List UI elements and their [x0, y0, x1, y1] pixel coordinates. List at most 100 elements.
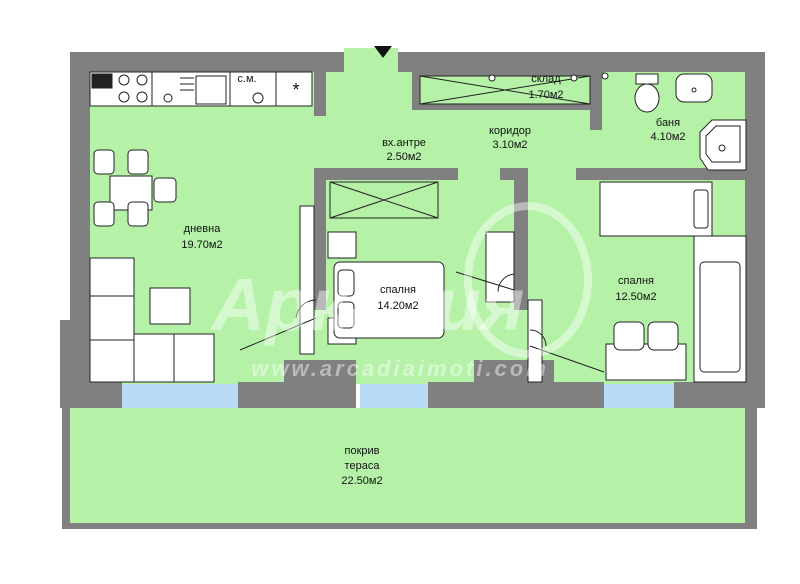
- wall-bath-bottom: [576, 168, 746, 180]
- stove-burner-icon: [136, 74, 148, 86]
- double-bed: [333, 261, 445, 339]
- living-room-name: дневна: [184, 223, 222, 235]
- entrance-floor: [344, 48, 398, 78]
- desk-chair: [647, 321, 679, 351]
- door-living-leaf: [239, 317, 317, 351]
- wall-bed1-top: [314, 168, 458, 180]
- wall-bath-left: [590, 68, 602, 130]
- entrance-area: 2.50м2: [386, 151, 421, 163]
- sofa-left: [89, 257, 135, 383]
- storage-fixtures: [488, 72, 609, 82]
- kitchen-counter: [89, 71, 313, 107]
- watermark-logo-ring: [464, 202, 592, 358]
- stove-knob-block: [91, 73, 113, 89]
- door-swing-arc: [295, 299, 317, 319]
- nightstand: [327, 231, 357, 259]
- bedroom1-area: 14.20м2: [377, 300, 418, 312]
- watermark-url: www.arcadiaimoti.com: [251, 356, 549, 381]
- windows: [122, 384, 674, 408]
- pillow: [337, 301, 355, 329]
- storage-cross: [419, 75, 591, 105]
- wall-bottom-3: [284, 360, 356, 408]
- stove-burner-icon: [136, 91, 148, 103]
- doors: [239, 271, 605, 373]
- washbasin-drain-icon: [691, 87, 697, 93]
- storage-dot-icon: [570, 74, 578, 82]
- bedroom2-furniture: [527, 181, 747, 383]
- window-living: [122, 384, 238, 408]
- terrace-floor: [70, 408, 750, 526]
- wall-outer-right-lower: [745, 400, 757, 526]
- bedroom2-area: 12.50м2: [615, 291, 656, 303]
- door-swing-arc: [529, 329, 547, 347]
- wall-kitchen-stub: [314, 72, 326, 116]
- room-labels: дневна 19.70м2 вх.антре 2.50м2 коридор 3…: [181, 73, 685, 487]
- terrace-area: 22.50м2: [341, 475, 382, 487]
- storage-dot-icon: [488, 74, 496, 82]
- window-bedroom2: [604, 384, 674, 408]
- wall-outer-left: [70, 52, 90, 322]
- storage-area: 1.70м2: [528, 89, 563, 101]
- bedroom1-furniture: [299, 205, 515, 355]
- wall-storage-top: [412, 68, 604, 76]
- living-room-area: 19.70м2: [181, 239, 222, 251]
- sink-icon: [195, 75, 227, 105]
- wall-outer-right: [745, 52, 765, 408]
- wall-terrace-left: [62, 408, 70, 529]
- watermark: Аркадия www.arcadiaimoti.com: [210, 202, 592, 381]
- watermark-brand: Аркадия: [210, 263, 525, 346]
- coffee-table: [149, 287, 191, 325]
- wall-bottom-4: [428, 382, 474, 408]
- wall-outer-left-lower: [60, 320, 90, 408]
- bedroom1-name: спалня: [380, 284, 416, 296]
- dining-chair: [93, 201, 115, 227]
- stove-burner-icon: [118, 74, 130, 86]
- sink-drain-icon: [163, 93, 173, 103]
- storage-name: склад: [531, 73, 561, 85]
- bed-pillow: [693, 189, 709, 229]
- dining-set: [93, 149, 177, 227]
- entrance-name: вх.антре: [382, 137, 426, 149]
- toilet-tank: [635, 73, 659, 85]
- dining-chair: [127, 201, 149, 227]
- terrace-name-line2: тераса: [345, 460, 381, 472]
- shower-drain-icon: [718, 144, 726, 152]
- wardrobe-bedroom1: [299, 205, 315, 355]
- wall-bottom-6: [554, 382, 604, 408]
- wall-outer-top-right: [398, 52, 752, 72]
- bathroom-area: 4.10м2: [650, 131, 685, 143]
- living-furniture: [89, 257, 215, 383]
- fridge-icon: *: [292, 80, 299, 100]
- door-swing-arc: [497, 273, 515, 293]
- stove-burner-icon: [118, 91, 130, 103]
- terrace-name-line1: покрив: [345, 445, 380, 457]
- corridor-name: коридор: [489, 125, 531, 137]
- walls: [60, 52, 765, 529]
- wall-corridor-right: [500, 168, 528, 180]
- wall-terrace-bottom: [62, 523, 757, 529]
- corridor-area: 3.10м2: [492, 139, 527, 151]
- washer-label: с.м.: [237, 73, 256, 85]
- door-bedroom2-leaf: [529, 345, 605, 373]
- wardrobe-inner: [699, 261, 741, 373]
- closet-cross: [329, 181, 439, 219]
- bathroom-name: баня: [656, 117, 680, 129]
- wall-living-bottom: [88, 382, 122, 408]
- pillow: [337, 269, 355, 297]
- wall-storage-bottom: [412, 104, 600, 110]
- wardrobe-bedroom2-side: [527, 299, 543, 383]
- wall-outer-top-left: [70, 52, 344, 72]
- wall-bed1-left: [314, 168, 326, 310]
- entrance-arrow-icon: [374, 46, 392, 58]
- toilet-icon: [634, 83, 660, 113]
- dining-chair: [153, 177, 177, 203]
- wall-bottom-7: [674, 382, 746, 408]
- window-bedroom1: [360, 384, 428, 408]
- dining-chair: [127, 149, 149, 175]
- storage-dot-icon: [601, 72, 609, 80]
- dining-chair: [93, 149, 115, 175]
- bathroom-fixtures: [634, 73, 747, 171]
- desk-chair: [613, 321, 645, 351]
- bedroom2-name: спалня: [618, 275, 654, 287]
